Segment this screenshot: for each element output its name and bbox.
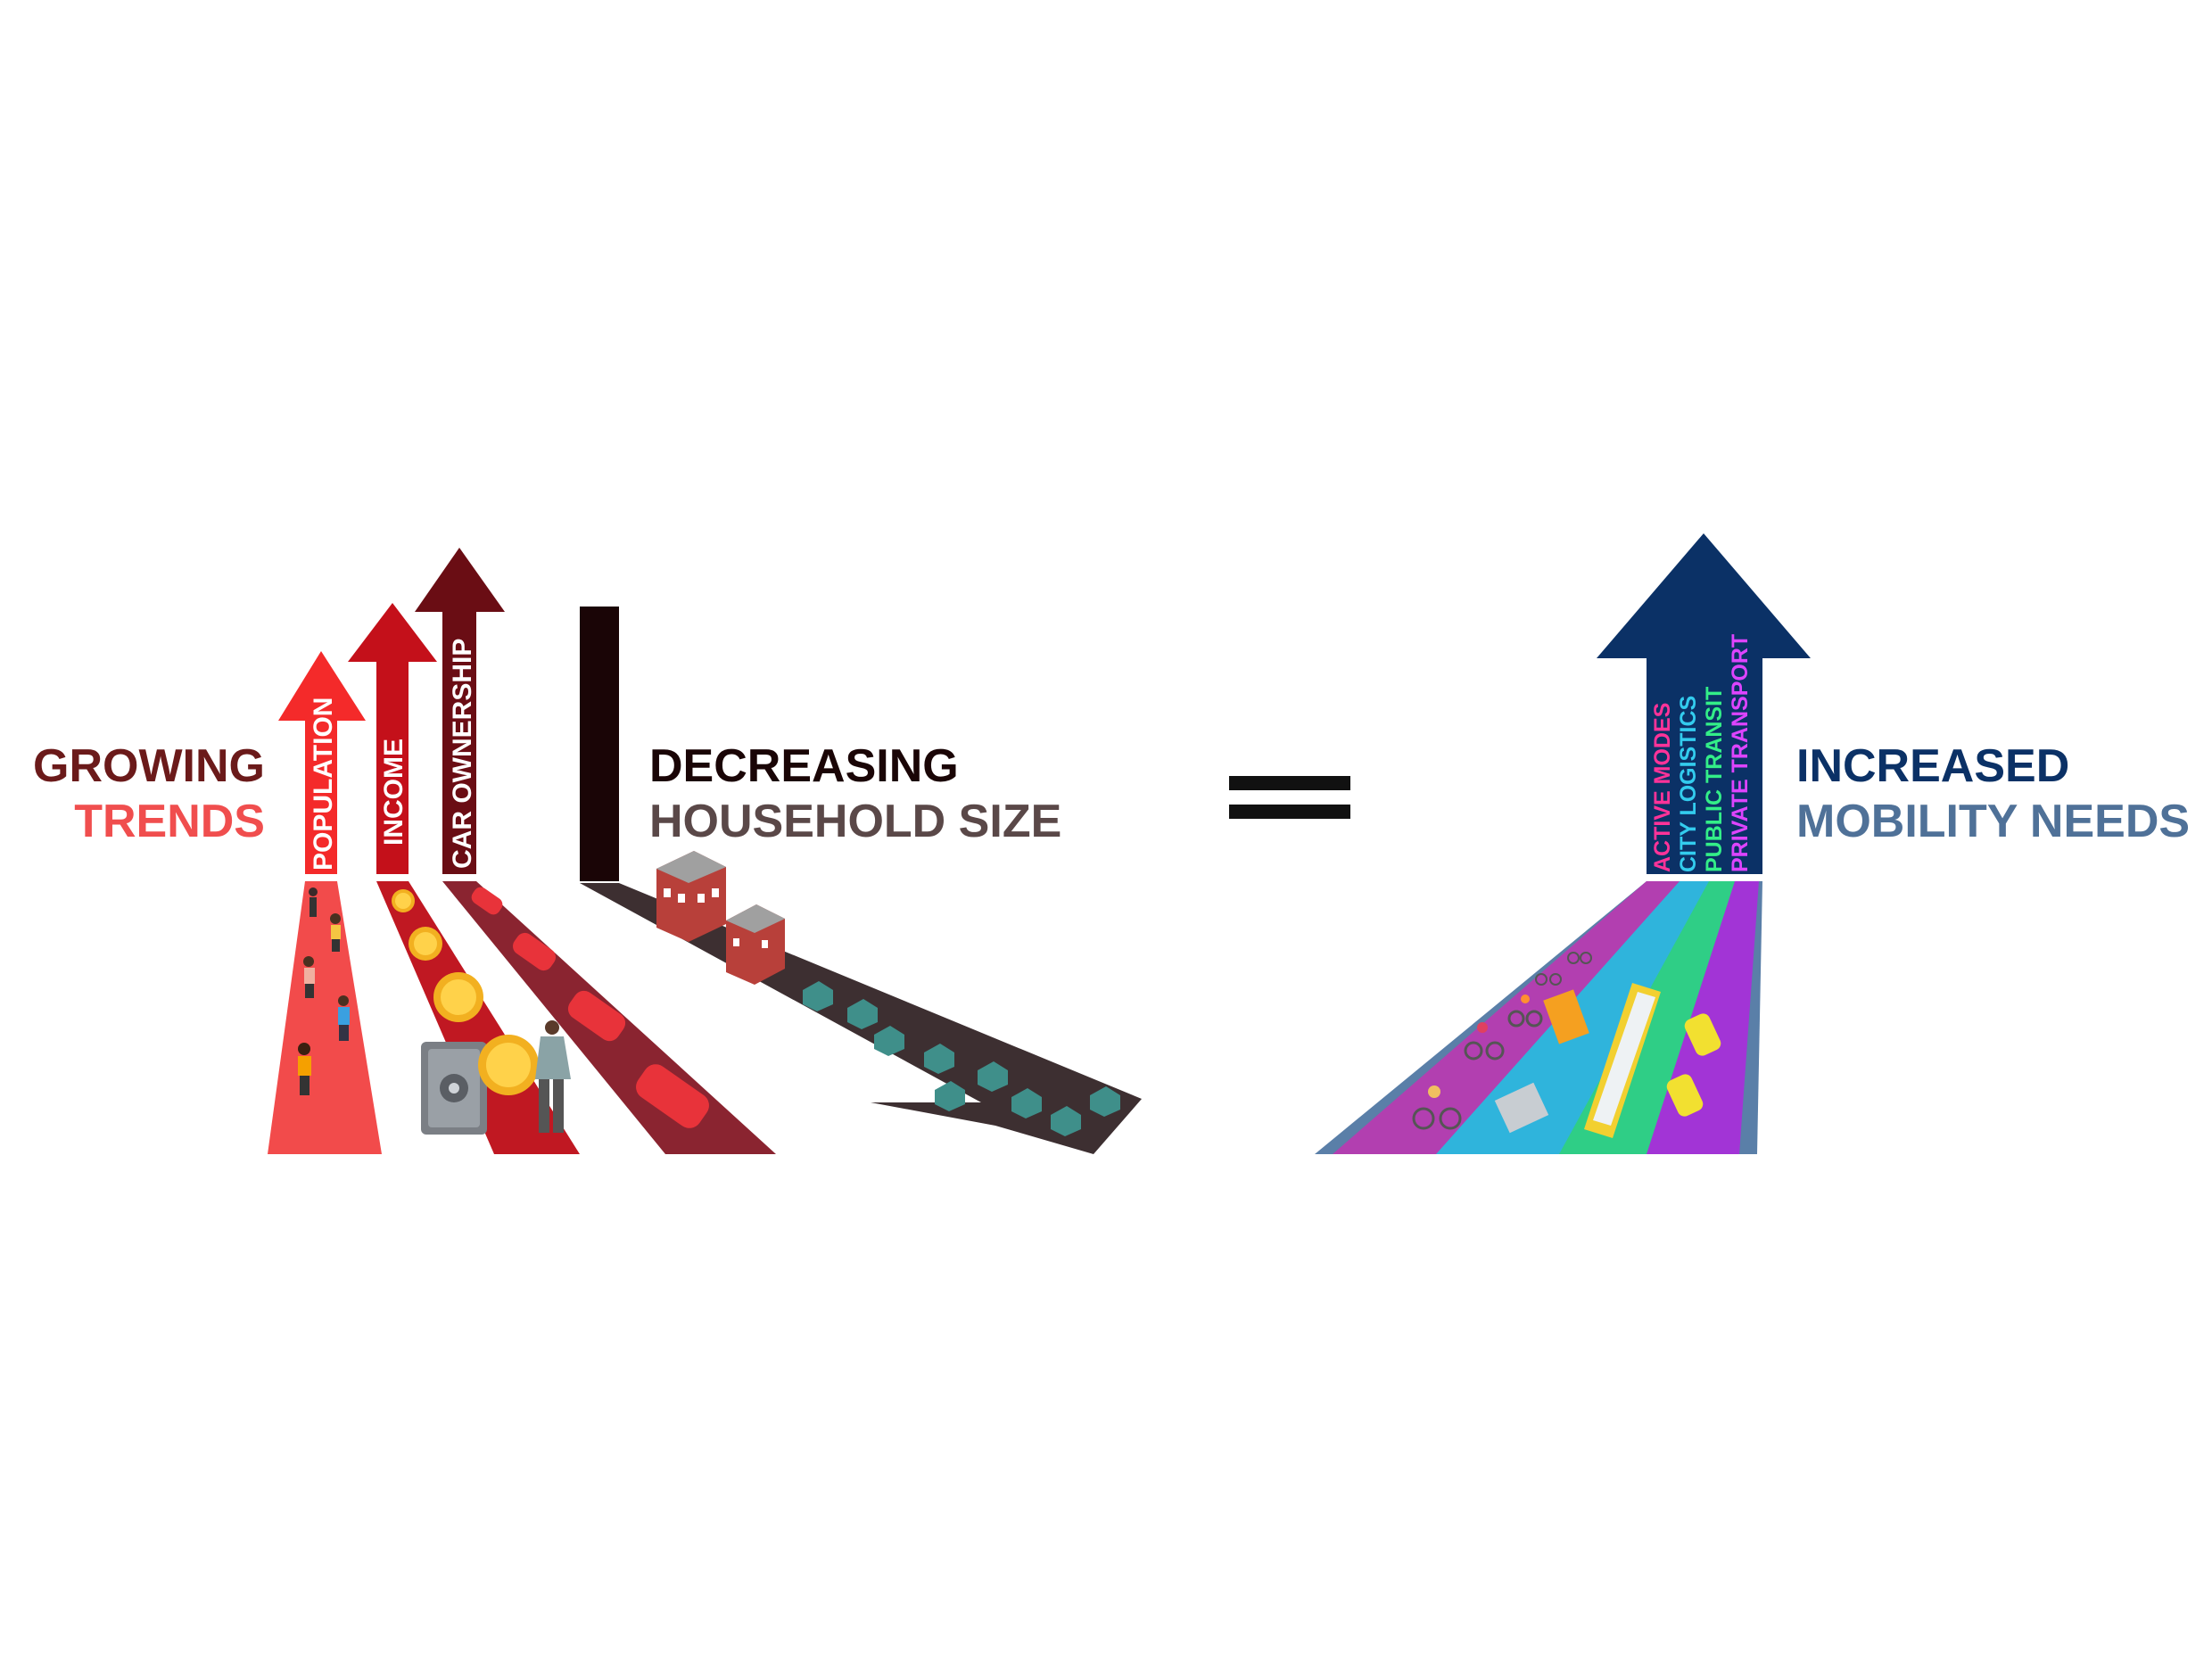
trends-heading: TRENDS [74,796,265,847]
mobility-arrow [1597,533,1811,874]
house-icon [1051,1106,1081,1136]
population-label: POPULATION [309,697,338,871]
active-modes-label: ACTIVE MODES [1650,703,1675,872]
house-icon [847,999,878,1029]
house-icon [1011,1088,1042,1118]
person-icon [330,913,341,952]
decreasing-bar [580,607,619,881]
bicycle-icon [1507,995,1543,1028]
person-icon [535,1020,571,1133]
city-logistics-label: CITY LOGISTICS [1676,696,1701,872]
coin-icon [409,927,442,961]
person-icon [338,995,350,1041]
car-ownership-arrow [415,548,505,874]
coin-icon [392,889,415,912]
mobility-result: ACTIVE MODES CITY LOGISTICS PUBLIC TRANS… [1315,533,1811,1154]
population-arrow [278,651,366,874]
income-label: INCOME [379,739,409,846]
building-icon [656,851,726,942]
house-icon [935,1081,965,1111]
growing-heading: GROWING [33,740,265,792]
house-icon [874,1026,904,1056]
building-icon [726,904,785,985]
house-icon [803,981,833,1011]
private-transport-label: PRIVATE TRANSPORT [1728,634,1753,872]
house-icon [978,1061,1008,1092]
income-arrow [348,603,437,874]
house-icon [1090,1086,1120,1117]
bus-icon [1584,983,1661,1138]
car-ownership-label: CAR OWNERSHIP [448,639,477,869]
bicycle-icon [1535,973,1562,986]
population-trend: POPULATION [268,651,382,1154]
car-icon [1666,1074,1704,1117]
population-road [268,881,382,1154]
person-icon [303,956,315,998]
truck-icon [1494,989,1589,1134]
car-ownership-trend: CAR OWNERSHIP [415,548,776,1154]
bicycle-icon [1464,1022,1505,1061]
coin-icon [433,972,483,1022]
coin-icon [478,1035,539,1095]
car-icon [471,887,503,915]
income-trend: INCOME [348,603,580,1154]
car-icon [636,1064,709,1128]
bicycle-icon [1567,952,1592,964]
household-size-trend [580,607,1142,1154]
house-icon [924,1044,954,1074]
increased-heading: INCREASED [1796,740,2069,792]
equals-sign [1229,776,1350,819]
car-icon [1684,1013,1721,1056]
mobility-needs-heading: MOBILITY NEEDS [1796,796,2190,847]
decreasing-heading: DECREASING [649,740,959,792]
person-icon [309,887,318,917]
bicycle-icon [1412,1085,1462,1130]
active-modes-lane [1333,881,1680,1154]
car-icon [512,932,557,971]
household-size-heading: HOUSEHOLD SIZE [649,796,1061,847]
car-icon [567,990,626,1042]
person-icon [298,1043,311,1095]
safe-icon [421,1042,487,1135]
public-transit-label: PUBLIC TRANSIT [1702,687,1727,872]
